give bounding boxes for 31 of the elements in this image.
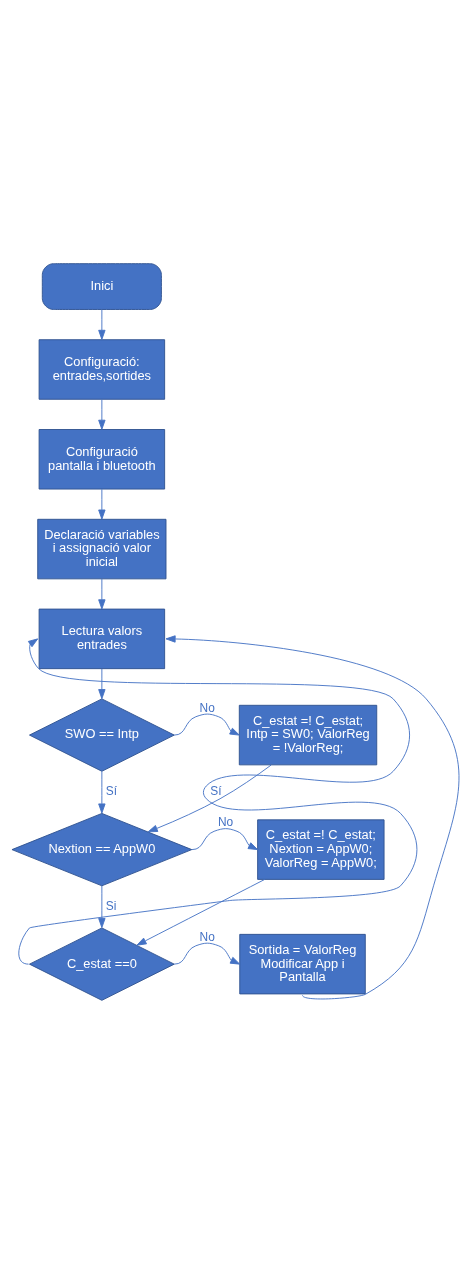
- node-box: C_estat =! C_estat; Intp = SW0; ValorReg = !ValorReg;: [238, 704, 378, 766]
- node-box: Inici: [41, 263, 162, 310]
- arrow: [98, 668, 106, 700]
- arrow: [98, 399, 106, 430]
- arrow: [173, 942, 241, 965]
- edge-label: No: [217, 815, 234, 830]
- node-diamond: C_estat ==0: [29, 927, 175, 1001]
- node-box: C_estat =! C_estat; Nextion = AppW0; ValorReg = AppW0;: [257, 819, 385, 880]
- arrow: [98, 488, 106, 520]
- arrow: [136, 878, 266, 946]
- node-box: Configuració pantalla i bluetooth: [38, 429, 166, 490]
- edge-label: Sí: [210, 784, 222, 799]
- node-diamond: SWO == Intp: [29, 698, 175, 772]
- arrow: [98, 578, 106, 610]
- node-diamond: Nextion == AppW0: [11, 812, 193, 887]
- node-box: Declaració variables i assignació valor inicial: [37, 518, 167, 580]
- edge-label: Sí: [105, 784, 118, 799]
- arrow: [98, 309, 106, 340]
- arrow: [173, 713, 240, 736]
- arrow: [18, 638, 418, 965]
- arrow: [165, 635, 460, 1000]
- arrow: [147, 764, 272, 833]
- node-box: Sortida = ValorReg Modificar App i Pantalla: [239, 933, 366, 995]
- arrow: [98, 770, 106, 814]
- edge-label: No: [199, 700, 215, 715]
- node-box: Configuració: entrades,sortides: [38, 339, 166, 400]
- edge-label: Si: [105, 898, 117, 913]
- arrow: [98, 885, 106, 929]
- arrow: [191, 828, 259, 851]
- node-box: Lectura valors entrades: [38, 608, 166, 670]
- edge-label: No: [199, 929, 215, 944]
